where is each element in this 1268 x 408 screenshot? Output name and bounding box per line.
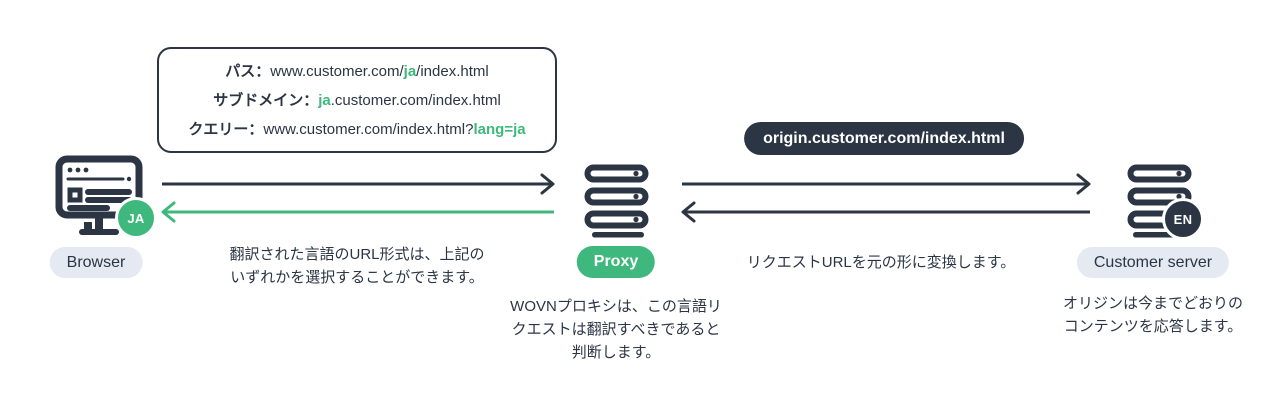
caption-url-selection-line2: いずれかを選択することができます。	[230, 269, 484, 286]
customer-server-label: Customer server	[1076, 247, 1230, 278]
url-format-path-label: パス：	[225, 62, 271, 80]
en-language-badge: EN	[1162, 198, 1204, 240]
caption-origin-response: オリジンは今までどおりの コンテンツを応答します。	[1063, 292, 1243, 338]
caption-proxy-decision: WOVNプロキシは、この言語リ クエストは翻訳すべきであると 判断します。	[510, 295, 722, 364]
browser-label: Browser	[49, 247, 143, 278]
url-format-query-highlight: lang=ja	[473, 120, 526, 138]
proxy-label: Proxy	[576, 246, 656, 278]
caption-request-conversion-line1: リクエストURLを元の形に変換します。	[746, 254, 1016, 271]
caption-proxy-decision-line3: 判断します。	[571, 344, 661, 361]
caption-request-conversion: リクエストURLを元の形に変換します。	[747, 251, 1016, 274]
arrow-proxy-to-server	[682, 173, 1091, 195]
arrow-server-to-proxy	[681, 201, 1090, 223]
caption-proxy-decision-line1: WOVNプロキシは、この言語リ	[510, 298, 722, 315]
caption-url-selection-line1: 翻訳された言語のURL形式は、上記の	[229, 246, 485, 263]
url-format-path-post: /index.html	[416, 62, 489, 80]
origin-url-pill: origin.customer.com/index.html	[744, 122, 1024, 155]
caption-url-selection: 翻訳された言語のURL形式は、上記の いずれかを選択することができます。	[229, 243, 484, 289]
url-format-query-label: クエリー：	[188, 120, 264, 138]
url-format-subdomain: サブドメイン：ja.customer.com/index.html	[159, 86, 555, 115]
url-format-path-pre: www.customer.com/	[270, 62, 404, 80]
url-format-path: パス：www.customer.com/ja/index.html	[159, 57, 555, 86]
arrow-browser-to-proxy	[162, 173, 555, 195]
url-format-path-highlight: ja	[403, 62, 417, 80]
url-format-subdomain-label: サブドメイン：	[213, 91, 319, 109]
caption-origin-response-line1: オリジンは今までどおりの	[1062, 295, 1244, 312]
url-format-query-pre: www.customer.com/index.html?	[263, 120, 474, 138]
caption-origin-response-line2: コンテンツを応答します。	[1063, 318, 1243, 335]
proxy-server-icon	[584, 164, 649, 238]
url-format-subdomain-highlight: ja	[318, 91, 331, 109]
caption-proxy-decision-line2: クエストは翻訳すべきであると	[511, 321, 721, 338]
arrow-proxy-to-browser	[161, 201, 554, 223]
url-formats-box: パス：www.customer.com/ja/index.html サブドメイン…	[157, 47, 557, 153]
url-format-query: クエリー：www.customer.com/index.html?lang=ja	[159, 115, 555, 144]
browser-icon	[55, 155, 143, 235]
ja-language-badge: JA	[115, 197, 157, 239]
url-format-subdomain-post: .customer.com/index.html	[330, 91, 501, 109]
